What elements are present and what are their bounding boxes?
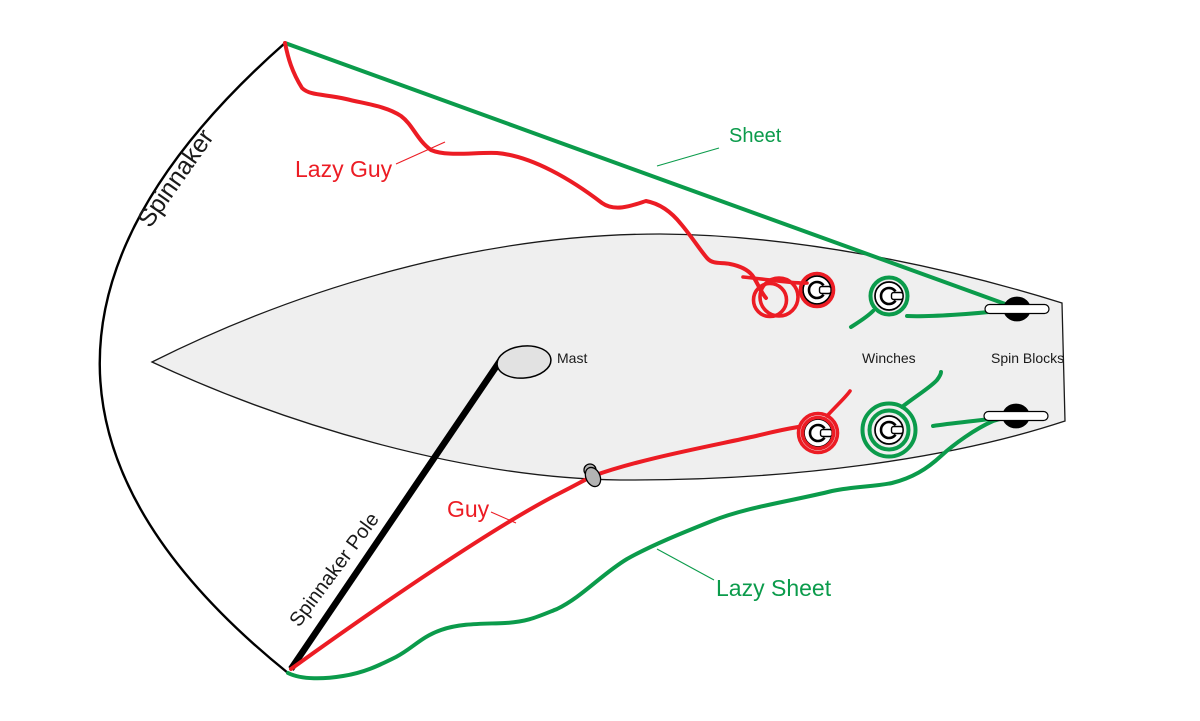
guy-winch-wrap-outer [796,411,840,455]
lazy-sheet-winch-wrap-inner [867,408,911,452]
spin-blocks-label: Spin Blocks [991,350,1064,366]
spinnaker-arc [98,42,289,674]
guy-winch-wrap-inner [800,415,836,451]
lazy-guy-line [283,41,768,300]
lazy-sheet-tail [900,370,943,409]
lazy-guy-coil-loop-1 [751,281,789,319]
guy-label: Guy [447,496,490,522]
lazy-guy-label: Lazy Guy [295,156,393,182]
lazy-sheet-winch-wrap-outer [860,401,918,459]
spinnaker-pole-line [288,356,505,671]
winch-starboard-aft [873,414,905,446]
lazy-sheet-leader-line [656,548,715,581]
lazy-sheet-line [286,415,1009,681]
mast-ellipse [496,345,552,379]
sheet-tail [849,309,875,329]
lazy-guy-winch-wrap [798,271,836,309]
sheet-line [283,41,1010,307]
mast-label: Mast [557,350,587,366]
lazy-sheet-label: Lazy Sheet [716,575,832,601]
fitting-body [584,466,602,488]
winch-starboard-forward [873,280,905,312]
guy-leader-line [490,511,517,524]
lazy-guy-leader-line [395,141,446,165]
guy-tail [825,389,852,418]
sheet-leader-line [656,147,720,167]
lazy-guy-coil-loop-2 [758,276,800,318]
hull-outline [150,233,1066,481]
winch-port-forward [801,274,833,306]
guy-fairlead-fitting [583,463,602,488]
lazy-guy-tail [741,275,809,285]
sheet-label: Sheet [729,125,782,147]
sheet-winch-wrap [868,275,910,317]
winches-label: Winches [862,350,916,366]
